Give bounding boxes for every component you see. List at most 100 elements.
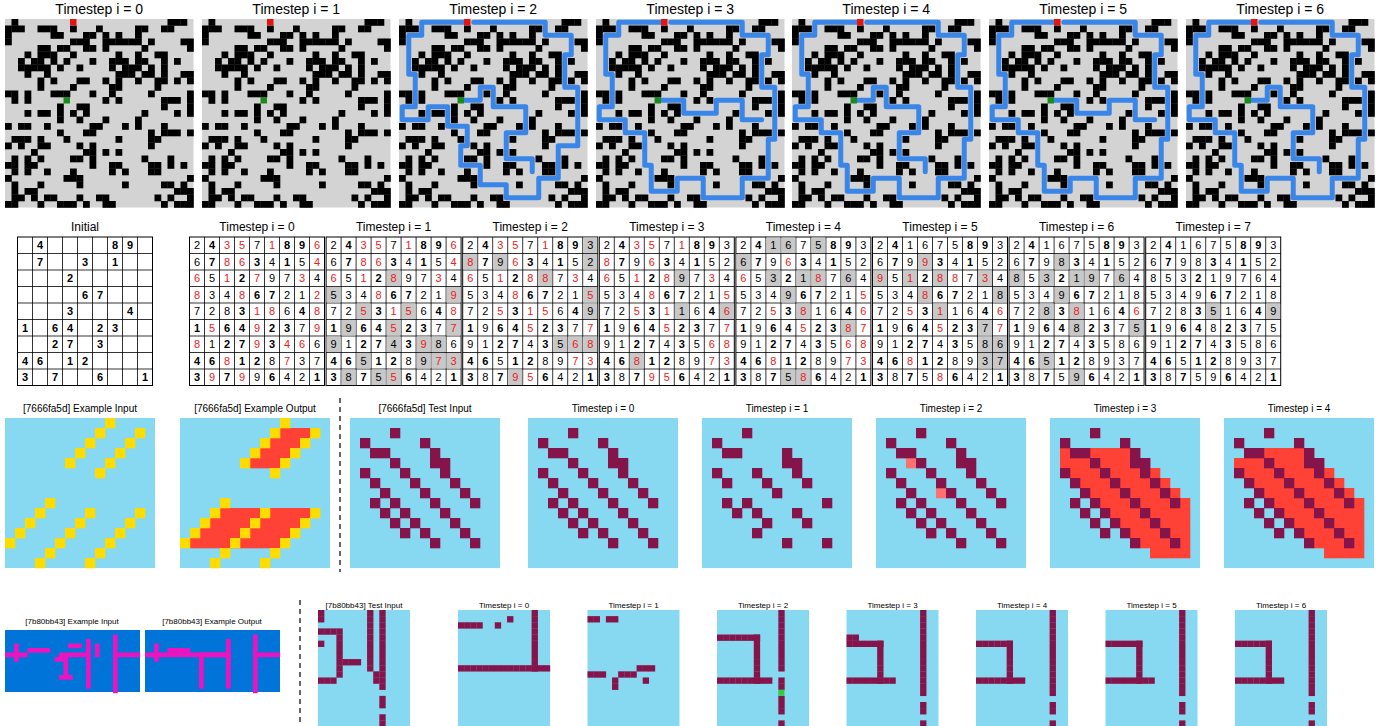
maze-wall — [425, 162, 432, 169]
maze-wall — [38, 182, 45, 189]
maze-wall — [739, 143, 746, 150]
maze-wall — [831, 123, 838, 130]
maze-wall — [464, 39, 471, 46]
maze-wall — [313, 39, 320, 46]
maze-wall — [293, 123, 300, 130]
maze-wall — [1271, 32, 1278, 39]
maze-wall — [77, 195, 84, 202]
maze-wall — [109, 162, 116, 169]
maze-wall — [339, 45, 346, 52]
maze-wall — [648, 130, 655, 137]
maze-wall — [1349, 97, 1356, 104]
maze-wall — [83, 201, 90, 208]
maze-wall — [752, 97, 759, 104]
maze-wall — [1368, 39, 1375, 46]
maze-wall — [365, 97, 372, 104]
maze-wall — [371, 78, 378, 85]
maze-wall — [1171, 71, 1178, 78]
maze-wall — [825, 26, 832, 33]
maze-wall — [1015, 188, 1022, 195]
maze-wall — [792, 39, 799, 46]
maze-wall — [1132, 169, 1139, 176]
maze-wall — [332, 26, 339, 33]
maze-wall — [1171, 188, 1178, 195]
maze-wall — [629, 84, 636, 91]
maze-wall — [1238, 104, 1245, 111]
maze-wall — [812, 110, 819, 117]
maze-wall — [419, 52, 426, 59]
maze-wall — [955, 162, 962, 169]
maze-wall — [799, 26, 806, 33]
maze-wall — [1264, 104, 1271, 111]
maze-wall — [648, 117, 655, 124]
maze-wall — [241, 45, 248, 52]
maze-wall — [1035, 26, 1042, 33]
maze-wall — [1119, 39, 1126, 46]
maze-wall — [109, 169, 116, 176]
maze-wall — [955, 182, 962, 189]
sudoku-border — [599, 237, 734, 386]
maze-wall — [890, 32, 897, 39]
maze-wall — [280, 32, 287, 39]
maze-wall — [575, 39, 582, 46]
maze-wall — [406, 19, 413, 26]
changed-cell — [568, 337, 582, 353]
sudoku-line — [736, 369, 871, 370]
changed-cell — [1040, 353, 1054, 369]
maze-wall — [1251, 52, 1258, 59]
maze-wall — [536, 110, 543, 117]
sudoku-line — [1250, 237, 1251, 386]
sudoku-line — [947, 237, 948, 386]
maze-wall — [1132, 162, 1139, 169]
maze-wall — [877, 58, 884, 65]
maze-wall — [1258, 143, 1265, 150]
maze-wall — [1342, 201, 1349, 208]
maze-wall — [432, 156, 439, 163]
maze-wall — [1158, 130, 1165, 137]
maze-wall — [922, 123, 929, 130]
maze-wall — [668, 65, 675, 72]
maze-wall — [280, 39, 287, 46]
maze-wall — [399, 175, 406, 182]
maze-wall — [419, 110, 426, 117]
maze-wall — [168, 19, 175, 26]
maze-wall — [148, 91, 155, 98]
maze-wall — [103, 117, 110, 124]
maze-wall — [603, 19, 610, 26]
maze-wall — [1119, 26, 1126, 33]
maze-start — [857, 19, 864, 26]
maze-wall — [844, 91, 851, 98]
maze-wall — [1061, 175, 1068, 182]
maze-wall — [792, 123, 799, 130]
maze-start — [70, 19, 77, 26]
maze-wall — [122, 65, 129, 72]
maze-wall — [568, 110, 575, 117]
maze-wall — [378, 162, 385, 169]
sudoku-line — [18, 286, 153, 287]
maze-wall — [510, 97, 517, 104]
maze-wall — [616, 188, 623, 195]
maze-wall — [412, 58, 419, 65]
maze-wall — [1219, 156, 1226, 163]
maze-wall — [25, 91, 32, 98]
maze-wall — [674, 78, 681, 85]
maze-wall — [1087, 149, 1094, 156]
maze-wall — [406, 162, 413, 169]
maze-wall — [668, 117, 675, 124]
maze-wall — [1158, 19, 1165, 26]
maze-wall — [345, 169, 352, 176]
maze-wall — [668, 78, 675, 85]
maze-wall — [616, 136, 623, 143]
maze-wall — [536, 58, 543, 65]
maze-wall — [1206, 156, 1213, 163]
maze-wall — [135, 32, 142, 39]
maze-wall — [542, 169, 549, 176]
maze-wall — [1009, 71, 1016, 78]
maze-wall — [12, 19, 19, 26]
sudoku-line — [873, 253, 1008, 254]
maze-floor — [5, 19, 194, 208]
maze-wall — [974, 97, 981, 104]
maze-wall — [332, 123, 339, 130]
sudoku-line — [326, 319, 461, 320]
maze-wall — [241, 123, 248, 130]
